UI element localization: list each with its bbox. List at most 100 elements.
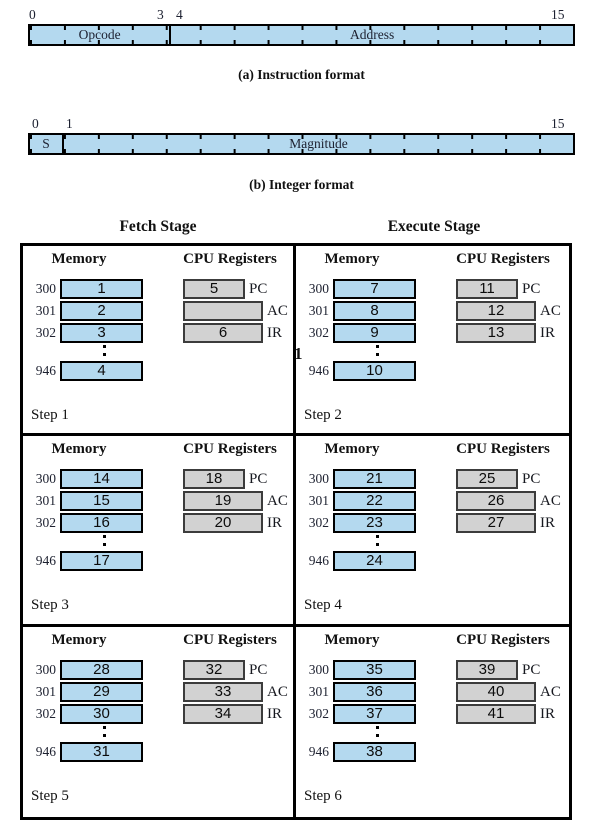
memory-header: Memory <box>51 441 107 458</box>
memory-address: 302 <box>35 325 56 340</box>
ac-register-label: AC <box>540 683 561 700</box>
cpu-registers-header: CPU Registers <box>456 631 550 648</box>
ac-register-label: AC <box>267 303 288 319</box>
pc-register-label: PC <box>249 661 268 678</box>
ir-register-label: IR <box>267 705 282 722</box>
memory-address: 300 <box>308 661 329 677</box>
memory-header: Memory <box>324 251 380 267</box>
bit-label-1: 1 <box>66 116 73 131</box>
ac-register-label: AC <box>540 303 561 319</box>
memory-cell: 30 <box>60 703 143 724</box>
step-label: Step 2 <box>304 407 342 423</box>
step-panel-4: Memory CPU Registers 300 301 302 946 21 … <box>296 436 569 627</box>
ac-register-cell: 26 <box>456 491 536 512</box>
step-label: Step 5 <box>31 787 69 804</box>
integer-format-bar: S Magnitude <box>28 133 575 155</box>
memory-cell: 35 <box>333 659 416 680</box>
ir-register-cell: 41 <box>456 703 536 724</box>
ellipsis-dots <box>376 725 379 742</box>
memory-address: 301 <box>35 683 56 699</box>
memory-header: Memory <box>51 251 107 267</box>
memory-address: 946 <box>35 363 56 378</box>
pc-register-cell: 32 <box>183 659 245 680</box>
magnitude-field: Magnitude <box>289 136 348 151</box>
step-panel-6: Memory CPU Registers 300 301 302 946 35 … <box>296 627 569 817</box>
memory-header: Memory <box>324 441 380 458</box>
bit-label-4: 4 <box>176 7 183 22</box>
ac-register-cell: 40 <box>456 681 536 702</box>
memory-cell: 29 <box>60 681 143 702</box>
step-label: Step 6 <box>304 787 342 804</box>
bit-label-15: 15 <box>551 7 565 22</box>
pc-register-cell: 25 <box>456 469 518 490</box>
memory-address: 301 <box>308 303 329 318</box>
cpu-registers-header: CPU Registers <box>456 251 550 267</box>
step-label: Step 4 <box>304 597 342 614</box>
pc-register-label: PC <box>522 471 541 488</box>
memory-address: 302 <box>308 325 329 340</box>
memory-address: 301 <box>308 683 329 699</box>
ir-register-label: IR <box>540 325 555 341</box>
pc-register-cell: 5 <box>183 279 245 299</box>
ir-register-label: IR <box>267 515 282 532</box>
memory-address: 301 <box>35 303 56 318</box>
pc-register-label: PC <box>249 471 268 488</box>
memory-cell: 23 <box>333 513 416 534</box>
pc-register-label: PC <box>249 281 268 297</box>
ir-register-label: IR <box>540 515 555 532</box>
ir-register-cell: 6 <box>183 323 263 343</box>
ellipsis-dots <box>103 535 106 551</box>
ac-register-label: AC <box>540 493 561 510</box>
memory-cell: 14 <box>60 469 143 490</box>
memory-address: 301 <box>308 493 329 509</box>
pc-register-label: PC <box>522 661 541 678</box>
memory-cell: 3 <box>60 323 143 343</box>
cpu-registers-header: CPU Registers <box>183 631 277 648</box>
step-panel-5: Memory CPU Registers 300 301 302 946 28 … <box>23 626 296 817</box>
cpu-registers-header: CPU Registers <box>183 441 277 458</box>
memory-address: 946 <box>35 553 56 569</box>
memory-cell: 9 <box>333 323 416 343</box>
memory-address: 946 <box>308 553 329 569</box>
memory-cell: 17 <box>60 551 143 572</box>
memory-cell: 8 <box>333 301 416 321</box>
memory-cell: 28 <box>60 659 143 680</box>
step-label: Step 1 <box>31 407 69 423</box>
memory-address: 946 <box>35 743 56 759</box>
memory-address: 302 <box>308 705 329 721</box>
cpu-registers-header: CPU Registers <box>456 441 550 458</box>
ac-register-cell: 19 <box>183 491 263 512</box>
memory-address: 302 <box>308 515 329 531</box>
stray-page-mark: 1 <box>294 344 303 363</box>
opcode-field: Opcode <box>30 26 172 44</box>
ellipsis-dots <box>376 535 379 551</box>
memory-cell: 4 <box>60 361 143 381</box>
memory-address: 302 <box>35 705 56 721</box>
step-panel-2: Memory CPU Registers 300 301 302 946 7 8… <box>296 246 569 437</box>
bit-label-0: 0 <box>32 116 39 131</box>
ellipsis-dots <box>376 345 379 361</box>
sign-field: S <box>30 135 64 153</box>
memory-cell: 22 <box>333 491 416 512</box>
step-panel-1: Memory CPU Registers 300 301 302 946 1 2… <box>23 246 296 437</box>
step-label: Step 3 <box>31 597 69 614</box>
ac-register-label: AC <box>267 493 288 510</box>
integer-format-caption: (b) Integer format <box>249 177 354 192</box>
ac-register-cell: 33 <box>183 681 263 702</box>
step-panel-3: Memory CPU Registers 300 301 302 946 14 … <box>23 436 296 627</box>
memory-address: 300 <box>308 281 329 296</box>
ellipsis-dots <box>103 725 106 742</box>
memory-header: Memory <box>324 631 380 648</box>
memory-address: 300 <box>308 471 329 487</box>
cpu-registers-header: CPU Registers <box>183 251 277 267</box>
pc-register-cell: 18 <box>183 469 245 490</box>
memory-cell: 1 <box>60 279 143 299</box>
execute-stage-title: Execute Stage <box>387 218 481 235</box>
memory-cell: 31 <box>60 741 143 762</box>
memory-address: 300 <box>35 661 56 677</box>
ac-register-cell: 12 <box>456 301 536 321</box>
memory-cell: 24 <box>333 551 416 572</box>
pc-register-label: PC <box>522 281 541 297</box>
fetch-stage-title: Fetch Stage <box>119 218 197 235</box>
